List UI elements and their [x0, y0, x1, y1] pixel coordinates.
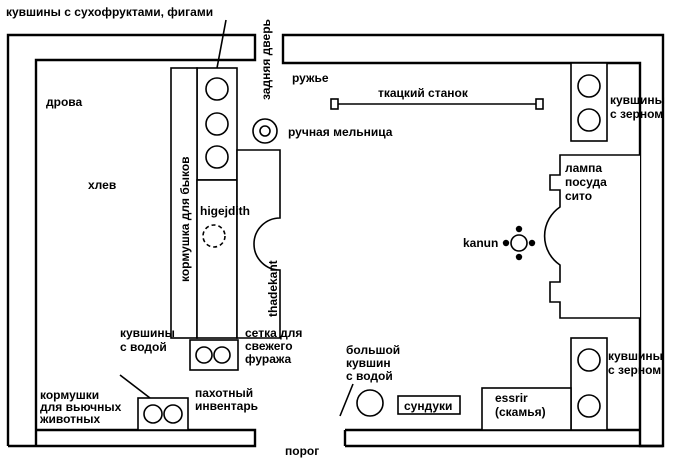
- big-water-jar-area: [339, 383, 384, 417]
- jar-icon: [205, 145, 229, 169]
- label-loom: ткацкий станок: [378, 86, 469, 100]
- pointer-line: [119, 374, 151, 399]
- jar-icon: [205, 77, 229, 101]
- water-jars-box: [189, 339, 239, 371]
- pointer-line: [216, 19, 227, 69]
- essrir-bench-box: [481, 387, 572, 431]
- label-ox-trough: кормушка для быков: [178, 156, 192, 282]
- label-dried-fruit-jars: кувшины с сухофруктами, фигами: [6, 5, 213, 19]
- pack-animal-troughs-box: [119, 374, 189, 431]
- label-firewood: дрова: [46, 95, 82, 109]
- grain-jars-bottom-box: [570, 337, 608, 431]
- trough-icon: [163, 404, 183, 424]
- jar-icon: [205, 112, 229, 136]
- label-essrir-bench: essrir(скамья): [495, 391, 546, 419]
- jar-icon: [577, 394, 601, 418]
- grain-jars-top-box: [570, 62, 608, 142]
- jar-icon: [577, 108, 601, 132]
- trough-icon: [143, 404, 163, 424]
- label-firearms: ружье: [292, 71, 329, 85]
- thadekant-wall: [236, 149, 281, 339]
- label-back-door: задняя дверь: [259, 19, 273, 100]
- label-kanun: kanun: [463, 236, 498, 250]
- jar-icon: [356, 389, 384, 417]
- dashed-jar-icon: [202, 224, 226, 248]
- jar-icon: [577, 74, 601, 98]
- jar-icon: [577, 348, 601, 372]
- chests-box: [397, 395, 461, 415]
- kanun-wall: [543, 154, 640, 319]
- label-thadekant: thadekant: [266, 260, 280, 317]
- hand-mill-icon: [252, 118, 278, 144]
- dried-fruit-jar-column: [196, 19, 238, 181]
- kanun-icon: [502, 225, 536, 261]
- jar-icon: [195, 346, 213, 364]
- ox-trough-shape: [170, 67, 198, 339]
- jar-icon: [213, 346, 231, 364]
- label-stable: хлев: [88, 178, 116, 192]
- label-higejdith: higejdith: [200, 204, 250, 218]
- label-chests: сундуки: [404, 399, 452, 413]
- higejdith-area: [196, 179, 238, 339]
- label-hand-mill: ручная мельница: [288, 125, 393, 139]
- loom-icon: [330, 98, 544, 110]
- label-threshold: порог: [285, 444, 319, 458]
